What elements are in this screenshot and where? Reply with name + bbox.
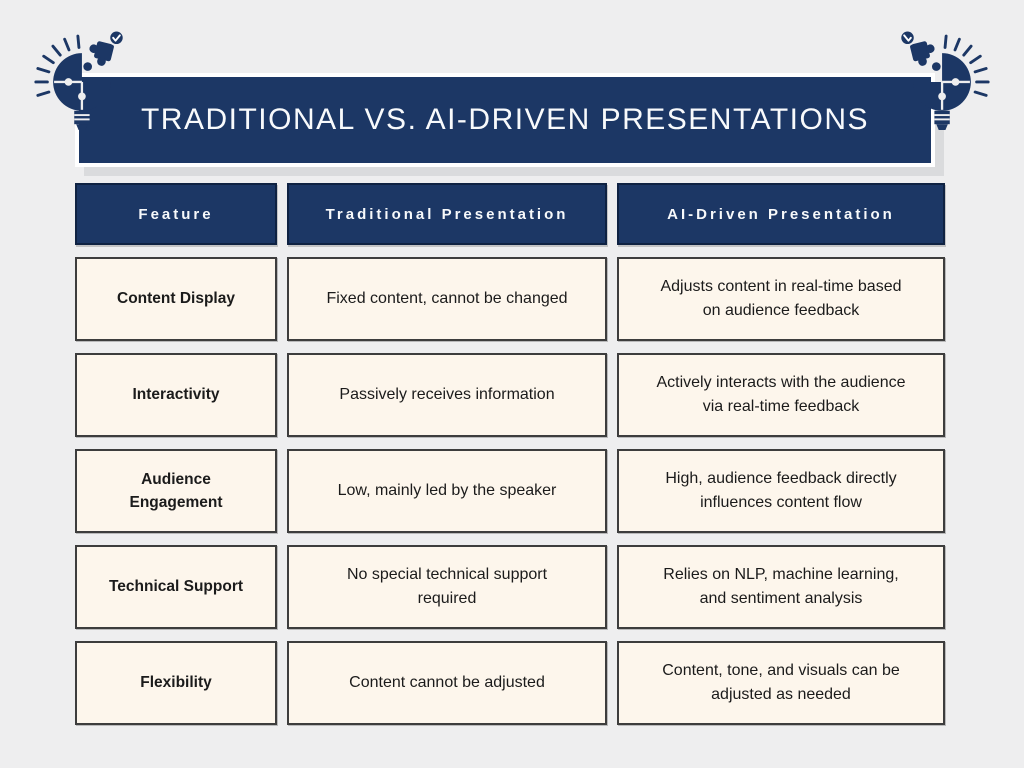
ai-cell-technical-support: Relies on NLP, machine learning, and sen… [617,545,945,629]
traditional-cell-flexibility: Content cannot be adjusted [287,641,607,725]
page-title: TRADITIONAL VS. AI-DRIVEN PRESENTATIONS [140,103,870,136]
comparison-table: Feature Traditional Presentation AI-Driv… [75,183,945,725]
title-banner: TRADITIONAL VS. AI-DRIVEN PRESENTATIONS [75,73,935,167]
feature-cell-audience-engagement: Audience Engagement [75,449,277,533]
column-header-ai-driven: AI-Driven Presentation [617,183,945,245]
traditional-cell-technical-support: No special technical support required [287,545,607,629]
feature-cell-content-display: Content Display [75,257,277,341]
column-header-traditional: Traditional Presentation [287,183,607,245]
feature-cell-flexibility: Flexibility [75,641,277,725]
lightbulb-puzzle-icon [34,29,125,130]
feature-cell-interactivity: Interactivity [75,353,277,437]
column-header-feature: Feature [75,183,277,245]
ai-cell-content-display: Adjusts content in real-time based on au… [617,257,945,341]
traditional-cell-content-display: Fixed content, cannot be changed [287,257,607,341]
ai-cell-flexibility: Content, tone, and visuals can be adjust… [617,641,945,725]
ai-cell-interactivity: Actively interacts with the audience via… [617,353,945,437]
traditional-cell-audience-engagement: Low, mainly led by the speaker [287,449,607,533]
lightbulb-puzzle-icon-mirrored [899,29,990,130]
traditional-cell-interactivity: Passively receives information [287,353,607,437]
feature-cell-technical-support: Technical Support [75,545,277,629]
ai-cell-audience-engagement: High, audience feedback directly influen… [617,449,945,533]
